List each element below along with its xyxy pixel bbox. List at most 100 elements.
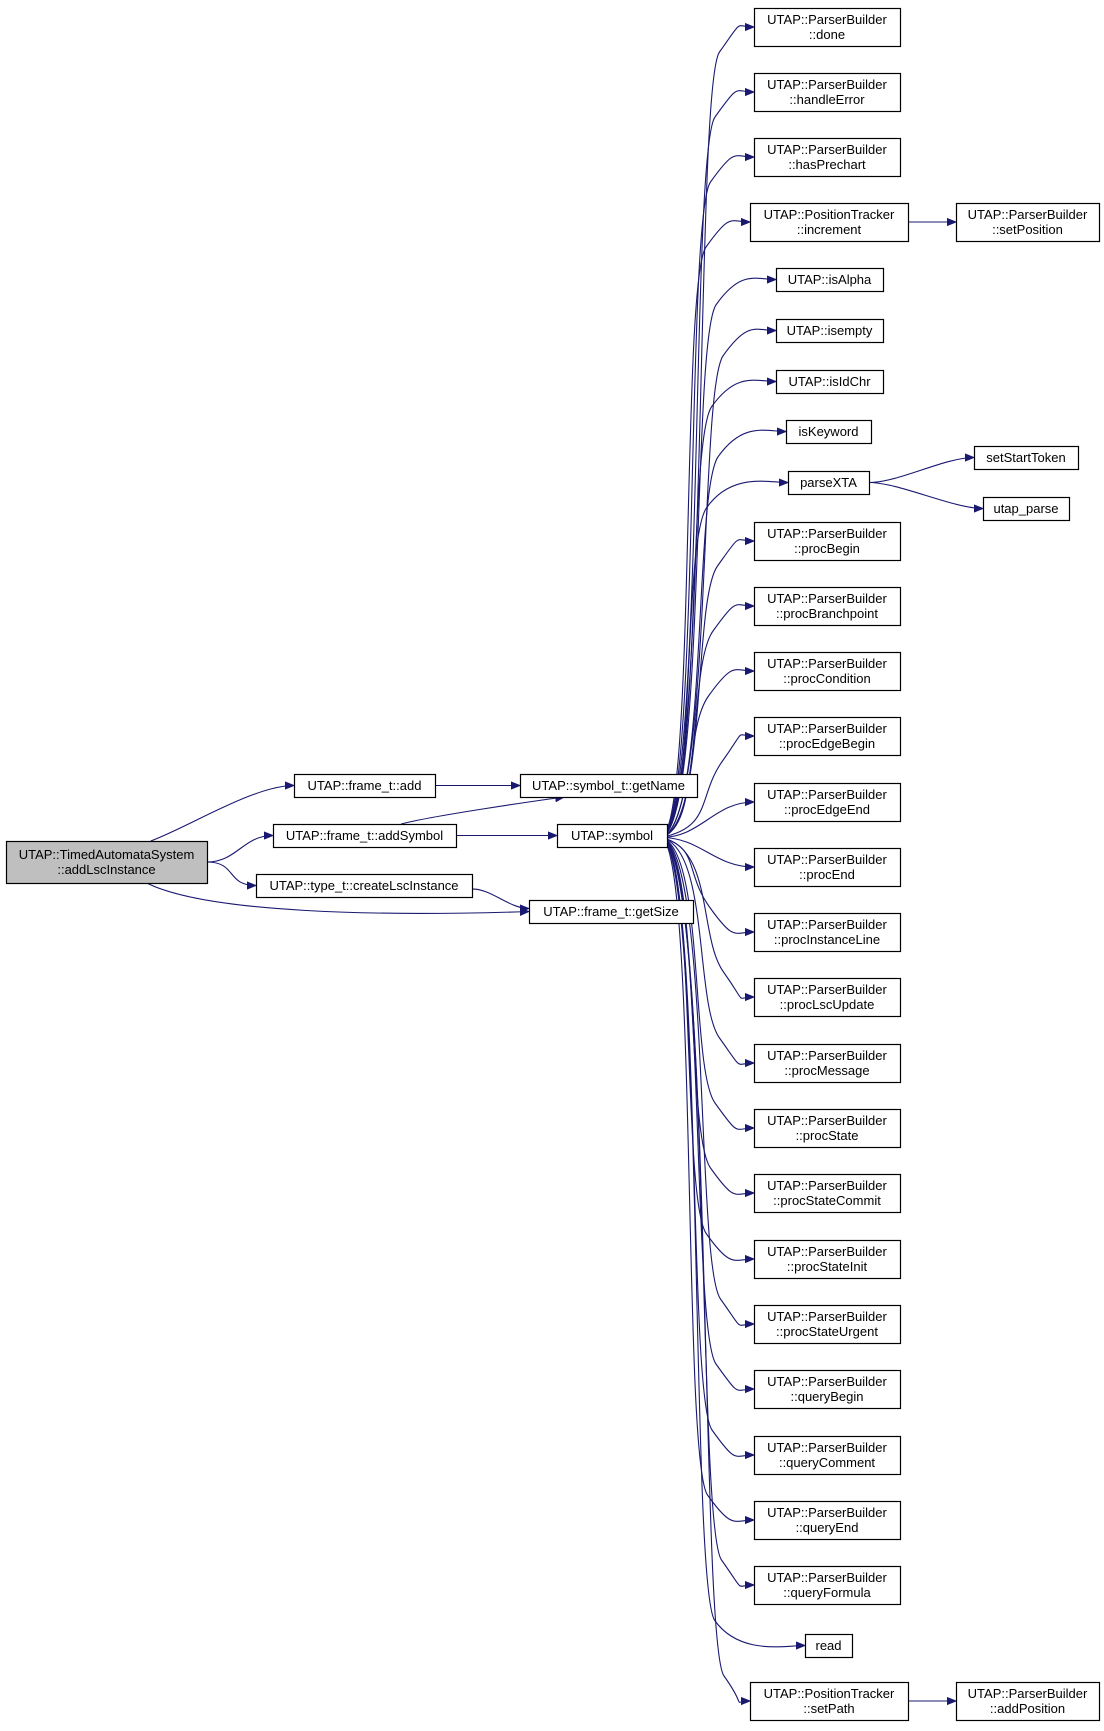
node-pb_handleError[interactable]: UTAP::ParserBuilder::handleError — [753, 72, 902, 113]
node-parseXTA[interactable]: parseXTA — [787, 470, 871, 496]
node-isIdChr[interactable]: UTAP::isIdChr — [775, 369, 885, 395]
node-pb_procEnd[interactable]: UTAP::ParserBuilder::procEnd — [753, 847, 902, 888]
node-label: UTAP::PositionTracker — [764, 207, 895, 222]
node-pb_procBranchpoint[interactable]: UTAP::ParserBuilder::procBranchpoint — [753, 586, 902, 627]
node-label: setStartToken — [986, 450, 1066, 465]
edge-symbol-to-read — [660, 836, 805, 1647]
edge-symbol-to-pb_procStateCommit — [660, 836, 754, 1195]
node-label: UTAP::ParserBuilder — [767, 852, 887, 867]
node-box — [753, 716, 902, 757]
node-pb_queryComment[interactable]: UTAP::ParserBuilder::queryComment — [753, 1435, 902, 1476]
node-isAlpha[interactable]: UTAP::isAlpha — [775, 267, 885, 293]
node-pb_procCondition[interactable]: UTAP::ParserBuilder::procCondition — [753, 651, 902, 692]
node-label: ::increment — [797, 222, 862, 237]
node-box — [775, 369, 885, 395]
node-label: ::setPath — [803, 1701, 854, 1716]
node-pt_increment[interactable]: UTAP::PositionTracker::increment — [749, 202, 910, 243]
node-label: UTAP::ParserBuilder — [767, 591, 887, 606]
node-label: UTAP::ParserBuilder — [767, 1440, 887, 1455]
node-pb_procBegin[interactable]: UTAP::ParserBuilder::procBegin — [753, 521, 902, 562]
node-box — [753, 1043, 902, 1084]
node-box — [973, 445, 1080, 471]
node-frame_add[interactable]: UTAP::frame_t::add — [293, 773, 437, 799]
node-box — [5, 840, 209, 885]
edge-parseXTA-to-utap_parse — [868, 481, 983, 509]
node-symbol_getName[interactable]: UTAP::symbol_t::getName — [519, 773, 699, 799]
node-read[interactable]: read — [804, 1633, 854, 1659]
node-box — [749, 1681, 910, 1722]
node-box — [982, 496, 1071, 522]
node-label: ::queryEnd — [796, 1520, 859, 1535]
node-pb_hasPrechart[interactable]: UTAP::ParserBuilder::hasPrechart — [753, 137, 902, 178]
edge-root-to-frame_addSymbol — [206, 836, 273, 863]
node-box — [753, 586, 902, 627]
edge-symbol-to-pb_handleError — [660, 91, 754, 839]
node-pb_queryBegin[interactable]: UTAP::ParserBuilder::queryBegin — [753, 1369, 902, 1410]
node-label: UTAP::isIdChr — [788, 374, 871, 389]
edge-symbol-to-pb_procLscUpdate — [660, 836, 754, 999]
node-label: UTAP::frame_t::getSize — [543, 904, 679, 919]
node-root[interactable]: UTAP::TimedAutomataSystem::addLscInstanc… — [5, 840, 209, 885]
node-pb_procStateUrgent[interactable]: UTAP::ParserBuilder::procStateUrgent — [753, 1304, 902, 1345]
node-box — [753, 1565, 902, 1606]
node-label: UTAP::ParserBuilder — [767, 1244, 887, 1259]
node-pb_procState[interactable]: UTAP::ParserBuilder::procState — [753, 1108, 902, 1149]
node-pt_setPath[interactable]: UTAP::PositionTracker::setPath — [749, 1681, 910, 1722]
node-pb_done[interactable]: UTAP::ParserBuilder::done — [753, 7, 902, 48]
edge-symbol-to-pb_procBranchpoint — [660, 605, 754, 839]
node-label: parseXTA — [800, 475, 857, 490]
node-label: ::procEnd — [799, 867, 855, 882]
edge-symbol-to-pb_procState — [660, 836, 754, 1130]
node-box — [753, 1500, 902, 1541]
node-pb_procInstanceLine[interactable]: UTAP::ParserBuilder::procInstanceLine — [753, 912, 902, 953]
node-setStartToken[interactable]: setStartToken — [973, 445, 1080, 471]
node-box — [753, 7, 902, 48]
node-label: UTAP::ParserBuilder — [767, 1374, 887, 1389]
node-label: ::procEdgeBegin — [779, 736, 875, 751]
node-pb_procLscUpdate[interactable]: UTAP::ParserBuilder::procLscUpdate — [753, 977, 902, 1018]
edge-symbol-to-pt_increment — [660, 221, 750, 839]
node-frame_addSymbol[interactable]: UTAP::frame_t::addSymbol — [272, 823, 458, 849]
edge-symbol-to-pb_procMessage — [660, 836, 754, 1065]
node-pb_procEdgeEnd[interactable]: UTAP::ParserBuilder::procEdgeEnd — [753, 782, 902, 823]
node-pb_queryEnd[interactable]: UTAP::ParserBuilder::queryEnd — [753, 1500, 902, 1541]
node-label: UTAP::ParserBuilder — [767, 1570, 887, 1585]
node-symbol[interactable]: UTAP::symbol — [556, 823, 669, 849]
node-pb_procEdgeBegin[interactable]: UTAP::ParserBuilder::procEdgeBegin — [753, 716, 902, 757]
node-label: UTAP::ParserBuilder — [968, 1686, 1088, 1701]
node-pb_procStateCommit[interactable]: UTAP::ParserBuilder::procStateCommit — [753, 1173, 902, 1214]
node-label: UTAP::PositionTracker — [764, 1686, 895, 1701]
node-label: UTAP::frame_t::add — [308, 778, 422, 793]
node-frame_getSize[interactable]: UTAP::frame_t::getSize — [528, 899, 695, 925]
node-utap_parse[interactable]: utap_parse — [982, 496, 1071, 522]
edge-symbol-to-pb_procEnd — [660, 836, 754, 868]
node-label: UTAP::ParserBuilder — [767, 656, 887, 671]
node-pb_addPosition[interactable]: UTAP::ParserBuilder::addPosition — [955, 1681, 1101, 1722]
node-pb_procMessage[interactable]: UTAP::ParserBuilder::procMessage — [753, 1043, 902, 1084]
node-box — [749, 202, 910, 243]
node-box — [556, 823, 669, 849]
node-pb_setPosition[interactable]: UTAP::ParserBuilder::setPosition — [955, 202, 1101, 243]
edge-symbol-to-pb_procEdgeBegin — [660, 735, 754, 839]
node-label: UTAP::ParserBuilder — [767, 1178, 887, 1193]
node-isKeyword[interactable]: isKeyword — [785, 419, 873, 445]
node-label: UTAP::type_t::createLscInstance — [269, 878, 458, 893]
node-label: UTAP::ParserBuilder — [767, 787, 887, 802]
node-box — [804, 1633, 854, 1659]
node-box — [785, 419, 873, 445]
node-box — [753, 1435, 902, 1476]
node-pb_procStateInit[interactable]: UTAP::ParserBuilder::procStateInit — [753, 1239, 902, 1280]
node-label: ::procState — [796, 1128, 859, 1143]
node-pb_queryFormula[interactable]: UTAP::ParserBuilder::queryFormula — [753, 1565, 902, 1606]
node-label: ::procCondition — [783, 671, 870, 686]
node-type_createLsc[interactable]: UTAP::type_t::createLscInstance — [255, 873, 474, 899]
node-box — [753, 137, 902, 178]
edge-root-to-frame_getSize — [146, 882, 529, 913]
node-label: UTAP::symbol — [571, 828, 653, 843]
node-box — [753, 1304, 902, 1345]
edge-symbol-to-pb_procStateUrgent — [660, 836, 754, 1326]
node-box — [753, 72, 902, 113]
node-isempty[interactable]: UTAP::isempty — [775, 318, 885, 344]
node-label: ::procStateCommit — [773, 1193, 881, 1208]
node-label: ::procBranchpoint — [776, 606, 878, 621]
